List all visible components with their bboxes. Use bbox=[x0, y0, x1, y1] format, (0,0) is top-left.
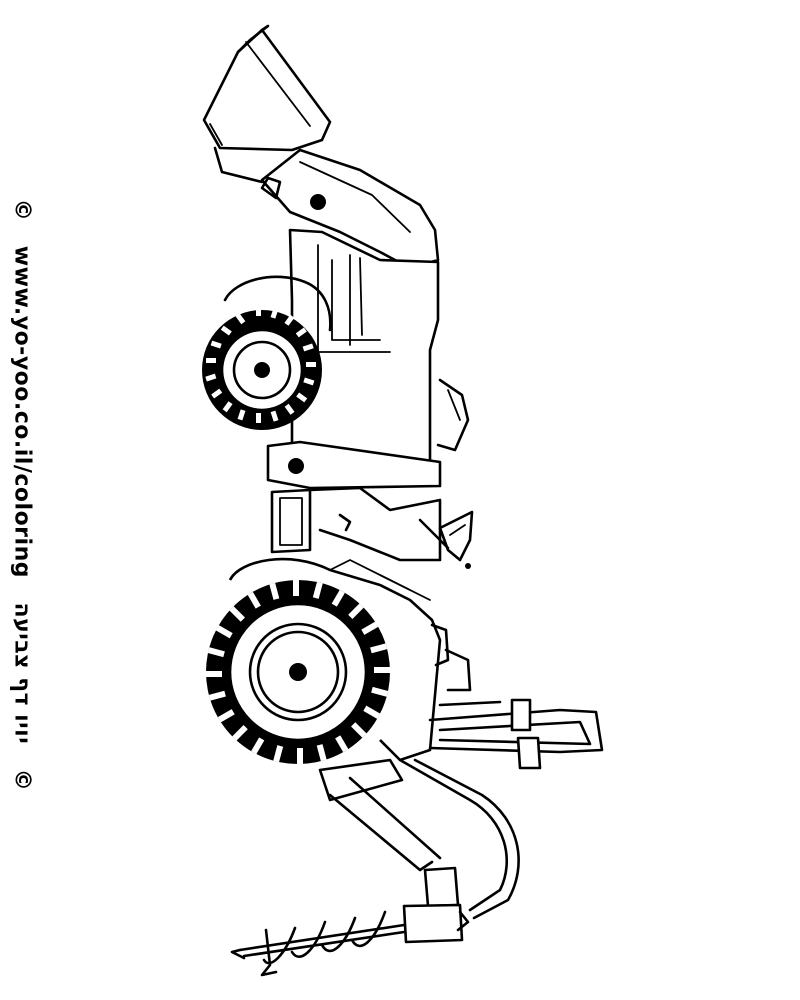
steering-wheel bbox=[338, 510, 474, 569]
auger-drill bbox=[230, 910, 406, 977]
backhoe-boom bbox=[318, 758, 520, 944]
front-tire bbox=[202, 275, 332, 430]
chassis bbox=[266, 440, 442, 562]
rear-frame bbox=[428, 698, 604, 770]
rear-tire bbox=[206, 580, 390, 764]
loader-arm bbox=[260, 148, 440, 270]
